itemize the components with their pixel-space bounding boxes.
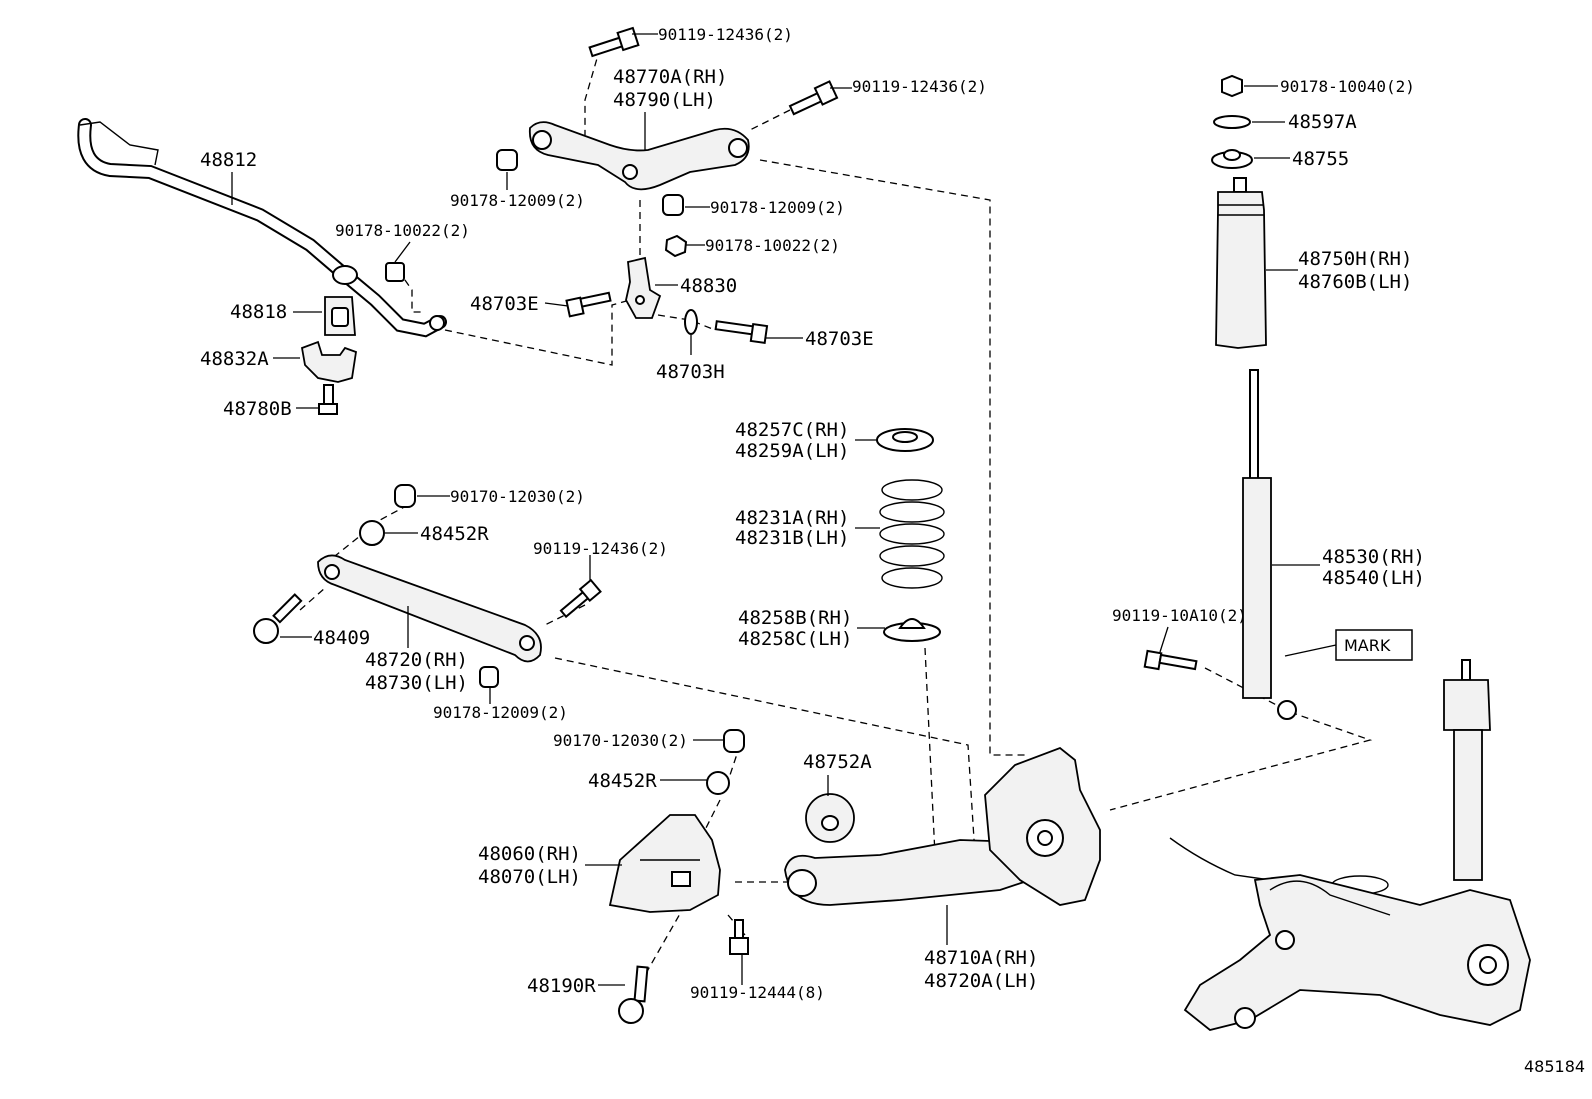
label-90170-12030-top: 90170-12030(2)	[450, 487, 585, 506]
label-48259A: 48259A(LH)	[735, 440, 849, 462]
bolt-48780B	[318, 384, 338, 415]
bolt-48190R	[618, 965, 649, 1024]
bolt-48703E-right	[714, 320, 769, 345]
label-48780B: 48780B	[223, 398, 292, 420]
bolt-48703E-left	[565, 291, 612, 318]
label-48257C: 48257C(RH)	[735, 419, 849, 441]
label-90119-12436-right: 90119-12436(2)	[852, 77, 987, 96]
label-90119-12436-middle: 90119-12436(2)	[533, 539, 668, 558]
stabilizer-bar-48812	[77, 118, 447, 338]
label-48818: 48818	[230, 301, 287, 323]
bolt-90119-12436-right	[788, 80, 839, 116]
label-48409: 48409	[313, 627, 370, 649]
assembly-dashed-lines	[299, 47, 1373, 976]
nut-90178-12009-right	[662, 194, 684, 216]
nut-90178-10022-left	[385, 262, 405, 282]
bolt-48409	[253, 593, 303, 644]
bushing-48452R-lower	[706, 771, 730, 795]
label-48597A: 48597A	[1288, 111, 1357, 133]
label-48832A: 48832A	[200, 348, 269, 370]
nut-90178-12009-lower	[479, 666, 499, 688]
label-90178-10040: 90178-10040(2)	[1280, 77, 1415, 96]
label-48231B: 48231B(LH)	[735, 527, 849, 549]
bushing-48818	[324, 296, 356, 336]
label-90178-12009-left: 90178-12009(2)	[450, 191, 585, 210]
label-90119-12436-top: 90119-12436(2)	[658, 25, 793, 44]
bracket-48830	[625, 256, 662, 319]
label-90178-12009-right: 90178-12009(2)	[710, 198, 845, 217]
assembled-suspension-view	[1169, 659, 1531, 1031]
label-48190R: 48190R	[527, 975, 596, 997]
label-48540: 48540(LH)	[1322, 567, 1425, 589]
label-90119-12444: 90119-12444(8)	[690, 983, 825, 1002]
lower-arm-48710A	[784, 839, 1032, 906]
coil-spring-48231A	[879, 479, 945, 589]
label-48770A: 48770A(RH)	[613, 66, 727, 88]
washer-48597A	[1213, 115, 1251, 129]
label-48730: 48730(LH)	[365, 672, 468, 694]
nut-90178-10022-right	[664, 234, 688, 258]
label-90119-10A10: 90119-10A10(2)	[1112, 606, 1247, 625]
washer-48703H	[684, 309, 698, 335]
label-90178-12009-lower: 90178-12009(2)	[433, 703, 568, 722]
spring-seat-upper-48257C	[876, 428, 934, 452]
bolt-90119-12436-top	[588, 26, 640, 58]
mark-callout	[1284, 629, 1413, 661]
bracket-48060	[608, 814, 721, 913]
bolt-90119-12444	[729, 919, 749, 955]
label-48703E-right: 48703E	[805, 328, 874, 350]
bolt-90119-12436-middle	[559, 578, 602, 619]
label-48231A: 48231A(RH)	[735, 507, 849, 529]
label-48790: 48790(LH)	[613, 89, 716, 111]
label-48830: 48830	[680, 275, 737, 297]
bolt-90119-10A10	[1143, 649, 1198, 671]
dust-boot-48750H	[1215, 177, 1267, 349]
lateral-rod-48720	[317, 554, 542, 663]
label-48812: 48812	[200, 149, 257, 171]
mark-label: MARK	[1344, 636, 1391, 655]
shock-absorber-48530	[1242, 369, 1297, 720]
label-48752A: 48752A	[803, 751, 872, 773]
label-90178-10022-right: 90178-10022(2)	[705, 236, 840, 255]
label-48060: 48060(RH)	[478, 843, 581, 865]
label-48755: 48755	[1292, 148, 1349, 170]
label-48710A: 48710A(RH)	[924, 947, 1038, 969]
label-48070: 48070(LH)	[478, 866, 581, 888]
upper-control-arm-48770A	[528, 121, 750, 191]
label-48703E-left: 48703E	[470, 293, 539, 315]
bracket-48832A	[300, 340, 358, 383]
bushing-nut-90170-12030-lower	[723, 729, 745, 753]
label-48720A: 48720A(LH)	[924, 970, 1038, 992]
cushion-48755	[1211, 149, 1253, 169]
label-48452R-lower: 48452R	[588, 770, 657, 792]
bushing-48452R-top	[359, 520, 385, 546]
part-labels: 90119-12436(2) 48770A(RH) 48790(LH) 9011…	[200, 25, 1585, 1076]
nut-90178-10040	[1221, 74, 1243, 98]
label-90178-10022-left: 90178-10022(2)	[335, 221, 470, 240]
label-48750H: 48750H(RH)	[1298, 248, 1412, 270]
spring-seat-lower-48258B	[883, 618, 941, 642]
label-48720: 48720(RH)	[365, 649, 468, 671]
bushing-48752A	[805, 793, 855, 843]
nut-90178-12009-left	[496, 149, 518, 171]
label-48258C: 48258C(LH)	[738, 628, 852, 650]
diagram-reference-number: 485184	[1524, 1057, 1585, 1076]
bushing-nut-90170-12030-top	[394, 484, 416, 508]
label-48703H: 48703H	[656, 361, 725, 383]
label-48530: 48530(RH)	[1322, 546, 1425, 568]
label-90170-12030-lower: 90170-12030(2)	[553, 731, 688, 750]
leader-lines	[231, 33, 1320, 986]
label-48452R-top: 48452R	[420, 523, 489, 545]
label-48258B: 48258B(RH)	[738, 607, 852, 629]
label-48760B: 48760B(LH)	[1298, 271, 1412, 293]
steering-knuckle	[984, 746, 1101, 906]
